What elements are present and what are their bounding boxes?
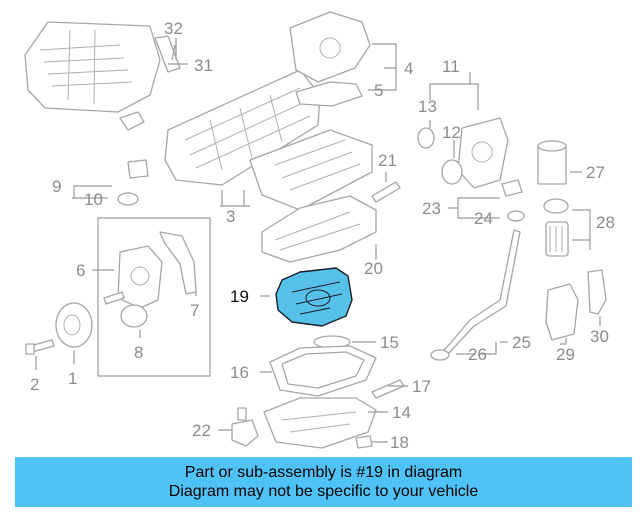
pulley-bolt [25, 339, 55, 355]
callout-24: 24 [474, 209, 493, 228]
callout-16: 16 [230, 363, 249, 382]
sensor-21 [371, 181, 401, 203]
callout-8: 8 [134, 343, 143, 362]
seal-ring [120, 304, 148, 328]
callout-7: 7 [190, 301, 199, 320]
callout-5: 5 [374, 81, 383, 100]
highlighted-part-19 [275, 267, 353, 327]
timing-cover-gasket [295, 81, 363, 107]
callout-9: 9 [52, 177, 61, 196]
sensor-17 [371, 379, 405, 399]
callout-22: 22 [192, 421, 211, 440]
callout-2: 2 [30, 375, 39, 394]
connector-23 [501, 179, 523, 197]
cap [417, 127, 435, 149]
sensor [127, 159, 149, 179]
callout-12: 12 [442, 123, 461, 142]
callout-31: 31 [194, 56, 213, 75]
callout-6: 6 [76, 261, 85, 280]
callout-21: 21 [378, 151, 397, 170]
o-ring [117, 192, 139, 206]
o-ring-24 [507, 210, 525, 222]
oil-level-sensor [231, 407, 259, 447]
seal-26 [430, 349, 450, 361]
callout-28: 28 [596, 213, 615, 232]
callout-14: 14 [392, 403, 411, 422]
leader-lines [35, 38, 601, 443]
oil-filter-housing [537, 140, 567, 185]
info-banner: Part or sub-assembly is #19 in diagram D… [15, 457, 632, 507]
callout-30: 30 [590, 327, 609, 346]
oil-pan [263, 397, 377, 449]
seal [441, 159, 463, 185]
callout-25: 25 [512, 333, 531, 352]
cylinder-head-cover [249, 129, 373, 211]
callout-23: 23 [422, 199, 441, 218]
filter-seal [543, 198, 569, 214]
dipstick-tube [443, 229, 521, 355]
callout-32: 32 [164, 19, 183, 38]
callout-17: 17 [412, 377, 431, 396]
front-cover [117, 245, 163, 309]
oil-filter-element [545, 221, 569, 257]
callout-18: 18 [390, 433, 409, 452]
drain-plug [355, 435, 373, 449]
callout-10: 10 [84, 190, 103, 209]
callout-4: 4 [404, 59, 413, 78]
callout-11: 11 [442, 57, 460, 76]
engine-block [261, 195, 377, 263]
manifold-gasket [154, 35, 181, 73]
front-cover-gasket [159, 231, 197, 295]
oil-cooler [545, 283, 579, 341]
callout-13: 13 [418, 97, 437, 116]
banner-line-2: Diagram may not be specific to your vehi… [168, 483, 479, 500]
parts-diagram: 1 2 3 4 5 6 7 8 9 10 11 12 13 14 15 16 1… [24, 11, 615, 452]
sub-assembly-frame [97, 217, 211, 377]
callout-19: 19 [230, 287, 249, 306]
cooler-gasket [587, 269, 607, 315]
water-pump-housing [457, 117, 509, 189]
timing-cover [289, 11, 371, 83]
oil-pan-gasket [269, 345, 377, 397]
callout-27: 27 [586, 163, 605, 182]
callout-3: 3 [226, 207, 235, 226]
intake-manifold [24, 21, 161, 131]
callout-26: 26 [468, 345, 487, 364]
callout-15: 15 [380, 333, 399, 352]
callout-20: 20 [364, 259, 383, 278]
bolt [103, 291, 125, 305]
crankshaft-pulley [55, 302, 93, 348]
banner-line-1: Part or sub-assembly is #19 in diagram [184, 464, 463, 481]
callout-29: 29 [556, 345, 575, 364]
callout-1: 1 [68, 369, 77, 388]
